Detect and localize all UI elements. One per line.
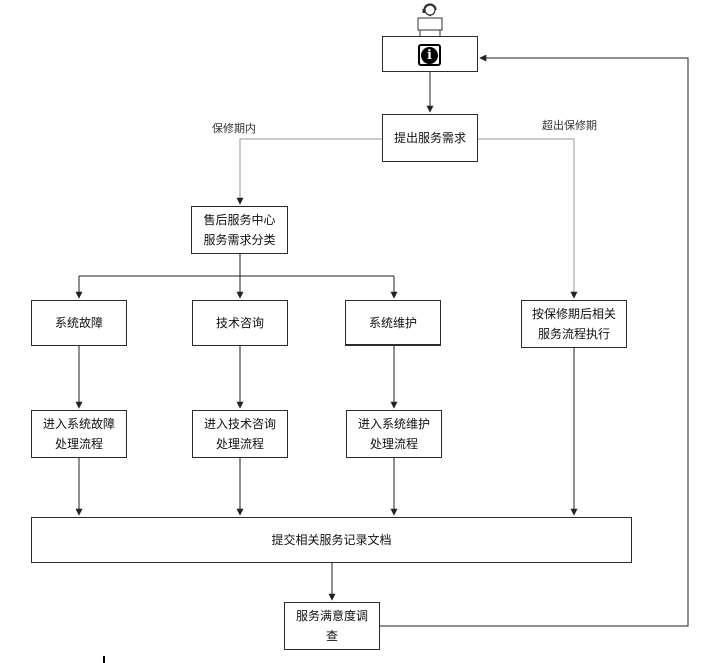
edge-request-to-center <box>236 138 382 205</box>
edge-request-to-out-of-warranty <box>478 138 578 299</box>
node-system-maintain: 系统维护 <box>345 300 441 346</box>
node-tech-consult-label: 技术咨询 <box>215 316 264 330</box>
node-system-fault: 系统故障 <box>31 300 127 346</box>
node-submit-records-label: 提交相关服务记录文档 <box>271 533 392 547</box>
node-system-fault-label: 系统故障 <box>54 316 103 330</box>
node-satisfaction-survey-label: 服务满意度调 查 <box>295 609 368 643</box>
node-service-center-label: 售后服务中心 服务需求分类 <box>203 213 276 247</box>
edge-survey-to-start <box>380 54 689 627</box>
node-maintain-flow: 进入系统维护 处理流程 <box>346 410 442 458</box>
node-out-of-warranty-label: 按保修期后相关 服务流程执行 <box>531 307 616 341</box>
node-out-of-warranty: 按保修期后相关 服务流程执行 <box>521 300 627 348</box>
node-request-label: 提出服务需求 <box>393 131 466 145</box>
node-maintain-flow-label: 进入系统维护 处理流程 <box>357 417 430 451</box>
edge-tick-mark <box>103 656 105 663</box>
node-submit-records: 提交相关服务记录文档 <box>31 517 632 563</box>
node-satisfaction-survey: 服务满意度调 查 <box>284 602 380 650</box>
node-service-center: 售后服务中心 服务需求分类 <box>191 206 288 254</box>
node-fault-flow-label: 进入系统故障 处理流程 <box>42 417 115 451</box>
user-headset-icon <box>417 3 443 36</box>
node-request: 提出服务需求 <box>382 114 478 162</box>
node-tech-consult: 技术咨询 <box>192 300 288 346</box>
label-beyond-warranty: 超出保修期 <box>542 119 597 132</box>
info-icon: i <box>418 44 441 66</box>
node-fault-flow: 进入系统故障 处理流程 <box>31 410 127 458</box>
node-consult-flow-label: 进入技术咨询 处理流程 <box>203 417 276 451</box>
node-consult-flow: 进入技术咨询 处理流程 <box>192 410 288 458</box>
start-node <box>382 36 478 72</box>
node-system-maintain-label: 系统维护 <box>368 315 417 330</box>
label-in-warranty: 保修期内 <box>212 122 256 135</box>
